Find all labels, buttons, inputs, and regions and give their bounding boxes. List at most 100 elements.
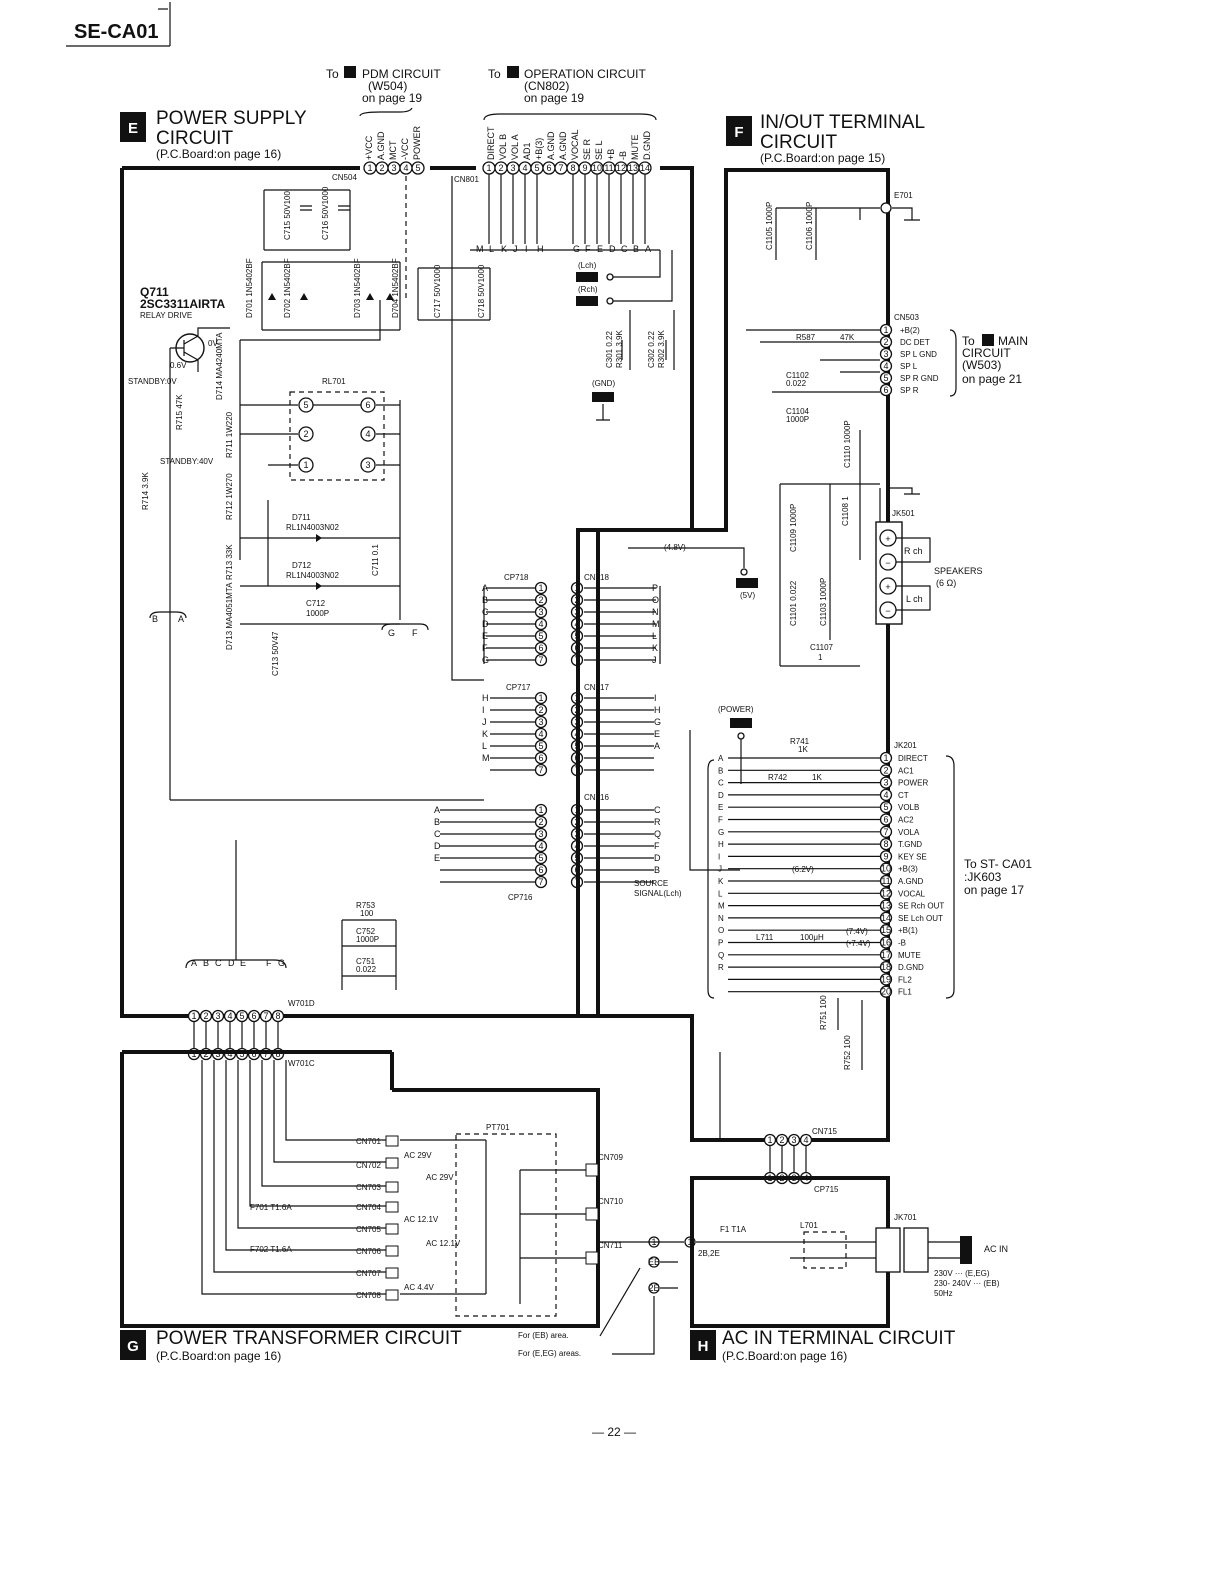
svg-text:R752 100: R752 100 — [843, 1035, 852, 1070]
r301-r302-network: R301 3.9K C301 0.22 R302 3.9K C302 0.22 — [605, 310, 675, 370]
c717-c718-caps: C717 50V1000 C718 50V1000 — [417, 264, 491, 321]
pin-label: L — [652, 631, 657, 641]
connector-pin — [534, 703, 548, 717]
cp718-cn718: CP718 CN718 — [483, 573, 661, 664]
pin-number: 11 — [881, 876, 890, 886]
svg-text:R741: R741 — [790, 737, 810, 746]
connector-pin — [534, 739, 548, 753]
pin-label: H — [482, 693, 489, 703]
svg-text:CN716: CN716 — [584, 793, 609, 802]
svg-text:AC IN TERMINAL CIRCUIT: AC IN TERMINAL CIRCUIT — [722, 1328, 956, 1349]
pin-number: 2 — [883, 765, 888, 775]
svg-text:EB: EB — [648, 1257, 660, 1267]
pin-number: 5 — [538, 741, 543, 751]
svg-text:C1104: C1104 — [786, 407, 810, 416]
svg-text:R ch: R ch — [904, 546, 923, 556]
svg-text:4: 4 — [522, 163, 527, 173]
pin-label: H — [718, 840, 724, 849]
svg-text:(7.4V): (7.4V) — [846, 927, 868, 936]
svg-text:CP716: CP716 — [508, 893, 533, 902]
cn801-letter-row: M L K J I H G F E D C B A — [470, 174, 660, 254]
svg-text:AC 29V: AC 29V — [426, 1173, 454, 1182]
svg-text:-VCC: -VCC — [400, 138, 410, 160]
svg-text:I: I — [525, 244, 528, 254]
board-e-outline — [120, 166, 694, 1018]
svg-text:1: 1 — [303, 460, 308, 470]
svg-text:POWER TRANSFORMER CIRCUIT: POWER TRANSFORMER CIRCUIT — [156, 1328, 462, 1349]
cn716-cp716: CN716 CP716 SOURCE SIGNAL(Lch) — [508, 793, 682, 902]
svg-text:CN715: CN715 — [812, 1127, 837, 1136]
svg-text:R715 47K: R715 47K — [175, 394, 184, 430]
connector-pin — [879, 862, 893, 875]
q711-transistor: Q711 2SC3311AIRTA RELAY DRIVE 0V 0.6V ST… — [128, 285, 230, 386]
svg-text:4: 4 — [403, 163, 408, 173]
svg-text::JK603: :JK603 — [964, 870, 1002, 884]
svg-text:+: + — [885, 534, 890, 544]
svg-text:100: 100 — [360, 909, 374, 918]
svg-text:3: 3 — [365, 460, 370, 470]
pin-label: SP L GND — [900, 350, 937, 359]
svg-text:230- 240V ··· (EB): 230- 240V ··· (EB) — [934, 1279, 1000, 1288]
pin-label: I — [482, 705, 485, 715]
pin-number: 1 — [538, 583, 543, 593]
jk501-speaker-terminal: JK501 + − + − R ch L ch SPEAKERS (6 Ω) — [875, 487, 983, 625]
connector-pin — [879, 825, 893, 838]
pin-label: C — [718, 779, 724, 788]
svg-text:A: A — [645, 244, 651, 254]
svg-text:5: 5 — [415, 163, 420, 173]
svg-text:F1 T1A: F1 T1A — [720, 1225, 747, 1234]
pin-number: 3 — [538, 607, 543, 617]
svg-text:C713 50V47: C713 50V47 — [271, 631, 280, 676]
connector-pin — [879, 371, 893, 385]
pin-number: 5 — [239, 1011, 244, 1021]
pin-number: 4 — [803, 1135, 808, 1145]
st-ca01-ref: To ST- CA01 :JK603 on page 17 — [945, 755, 1032, 999]
svg-text:(W503): (W503) — [962, 358, 1001, 372]
svg-text:(POWER): (POWER) — [718, 705, 754, 714]
svg-text:100μH: 100μH — [800, 933, 824, 942]
board-f-outline — [576, 168, 890, 1142]
connector-pin — [879, 948, 893, 961]
svg-text:11: 11 — [604, 163, 613, 173]
svg-text:PDM CIRCUIT: PDM CIRCUIT — [362, 67, 441, 81]
jk201-connector: JK201 R741 1K R742 1K (6.2V) (7.4V) (-7.… — [707, 737, 917, 999]
svg-text:on page 19: on page 19 — [524, 91, 584, 105]
svg-text:10: 10 — [592, 163, 602, 173]
svg-text:R712 1W270: R712 1W270 — [225, 473, 234, 520]
svg-text:CP717: CP717 — [506, 683, 531, 692]
ac-in-terminal: F1 T1A L701 JK701 AC IN 230V ··· (E,EG) … — [696, 1213, 1008, 1298]
svg-text:E: E — [240, 958, 246, 968]
svg-text:JK501: JK501 — [892, 509, 915, 518]
svg-text:on page 19: on page 19 — [362, 91, 422, 105]
svg-text:D711: D711 — [292, 513, 311, 522]
svg-text:2B,2E: 2B,2E — [698, 1249, 720, 1258]
connector-pin — [879, 776, 893, 789]
svg-text:(GND): (GND) — [592, 379, 615, 388]
connector-pin — [879, 973, 893, 986]
svg-text:Q711: Q711 — [140, 285, 169, 299]
svg-text:0.6V: 0.6V — [170, 361, 187, 370]
e701-and-caps: E701 C1105 1000P C1106 1000P — [765, 191, 920, 260]
pin-label: P — [718, 939, 723, 948]
pin-label: K — [652, 643, 658, 653]
svg-text:F: F — [734, 124, 743, 141]
svg-text:D703 1N5402BF: D703 1N5402BF — [353, 258, 362, 318]
connector-pin — [879, 764, 893, 777]
eb-selector: 1 EB 2E 1 2B,2E For (EB) area. For (E,EG… — [518, 1236, 720, 1358]
svg-text:C718 50V1000: C718 50V1000 — [477, 264, 486, 318]
pin-label: SE Lch OUT — [898, 914, 943, 923]
svg-text:F: F — [585, 244, 591, 254]
pin-label: +B(1) — [898, 926, 918, 935]
pin-number: 8 — [275, 1011, 280, 1021]
connector-pin — [879, 924, 893, 937]
svg-text:(P.C.Board:on page 16): (P.C.Board:on page 16) — [156, 147, 281, 161]
svg-text:W701D: W701D — [288, 999, 315, 1008]
pin-number: 3 — [791, 1135, 796, 1145]
svg-text:CIRCUIT: CIRCUIT — [156, 128, 233, 149]
svg-text:R714 3.9K: R714 3.9K — [141, 472, 150, 510]
svg-text:5: 5 — [534, 163, 539, 173]
relay-drive-parts: D714 MA4240MTA R715 47K R711 1W220 STAND… — [160, 300, 381, 800]
svg-text:G: G — [127, 1338, 139, 1355]
svg-text:STANDBY:0V: STANDBY:0V — [128, 377, 177, 386]
